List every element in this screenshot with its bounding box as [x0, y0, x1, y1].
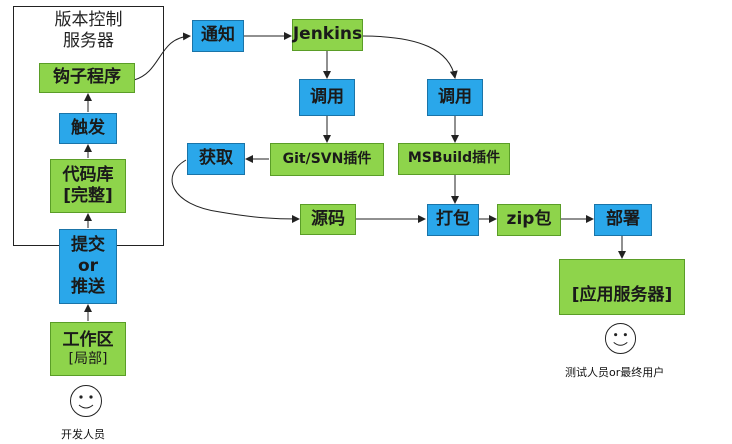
gitsvn-plugin-label: Git/SVN插件 [282, 150, 372, 167]
notify-label: 通知 [201, 25, 235, 46]
repo-label-line1: 代码库 [62, 164, 114, 185]
source-box: 源码 [300, 204, 356, 235]
fetch-label: 获取 [199, 148, 233, 169]
vcs-server-label-line2: 服务器 [63, 31, 114, 51]
call-right-label: 调用 [438, 86, 472, 107]
arrow-fetch-to-source [171, 159, 300, 223]
package-box: 打包 [427, 204, 479, 236]
commit-label-line2: or [77, 255, 99, 276]
hook-label: 钩子程序 [53, 67, 121, 88]
hook-box: 钩子程序 [39, 63, 135, 93]
fetch-box: 获取 [187, 143, 245, 175]
workspace-box: 工作区 [局部] [50, 322, 126, 376]
deploy-box: 部署 [594, 204, 652, 236]
arrow-hook-to-notify [133, 32, 191, 81]
vcs-server-label: 版本控制 服务器 [13, 10, 164, 52]
commit-label-line3: 推送 [71, 277, 105, 298]
source-label: 源码 [311, 208, 345, 229]
workspace-label-line2: [局部] [68, 350, 108, 367]
msbuild-plugin-box: MSBuild插件 [398, 143, 510, 175]
call-right-box: 调用 [427, 79, 483, 116]
developer-smiley-icon [70, 385, 102, 417]
repo-box: 代码库 [完整] [50, 159, 126, 213]
developer-caption: 开发人员 [61, 428, 105, 441]
tester-smiley-icon [604, 322, 637, 355]
package-label: 打包 [436, 209, 470, 230]
app-server-label: [应用服务器] [571, 284, 673, 305]
jenkins-label: Jenkins [292, 24, 363, 45]
trigger-box: 触发 [59, 113, 117, 144]
vcs-server-label-line1: 版本控制 [54, 10, 123, 30]
jenkins-box: Jenkins [292, 19, 363, 51]
commit-label-line1: 提交 [71, 234, 105, 255]
workspace-label-line1: 工作区 [62, 329, 114, 350]
trigger-label: 触发 [71, 117, 105, 138]
call-left-label: 调用 [310, 86, 344, 107]
call-left-box: 调用 [299, 79, 355, 116]
repo-label-line2: [完整] [63, 186, 113, 206]
commit-box: 提交 or 推送 [59, 229, 117, 304]
zip-box: zip包 [497, 204, 561, 236]
arrow-jenkins-to-call-right [361, 35, 458, 79]
msbuild-plugin-label: MSBuild插件 [407, 150, 501, 167]
notify-box: 通知 [192, 20, 244, 52]
tester-caption: 测试人员or最终用户 [565, 366, 665, 379]
zip-label: zip包 [506, 209, 552, 230]
app-server-box: [应用服务器] [559, 259, 685, 315]
gitsvn-plugin-box: Git/SVN插件 [270, 143, 384, 176]
deploy-label: 部署 [606, 209, 640, 230]
